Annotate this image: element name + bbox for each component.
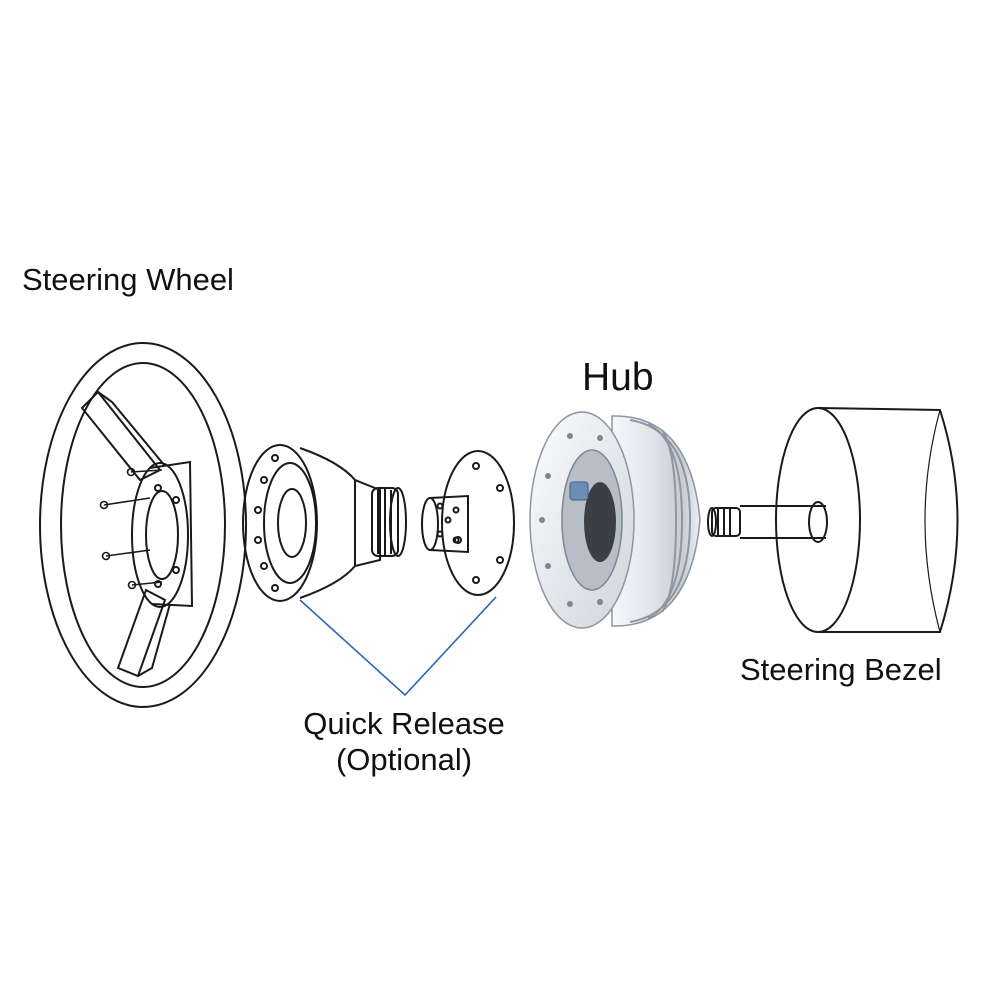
steering-bezel	[707, 407, 959, 633]
hub	[529, 411, 701, 629]
quick-release-callout	[299, 596, 497, 697]
quick-release-body	[242, 444, 407, 602]
quick-release-label-line1: Quick Release	[303, 706, 505, 741]
steering-wheel-label: Steering Wheel	[22, 262, 234, 297]
quick-release-label-line2: (Optional)	[335, 741, 473, 777]
steering-wheel	[39, 342, 247, 708]
steering-bezel-label: Steering Bezel	[740, 652, 942, 687]
quick-release-adapter	[421, 450, 515, 596]
quick-release-label: Quick Release (Optional)	[286, 706, 522, 777]
wheel-bolts	[99, 467, 163, 590]
hub-label: Hub	[582, 356, 654, 399]
